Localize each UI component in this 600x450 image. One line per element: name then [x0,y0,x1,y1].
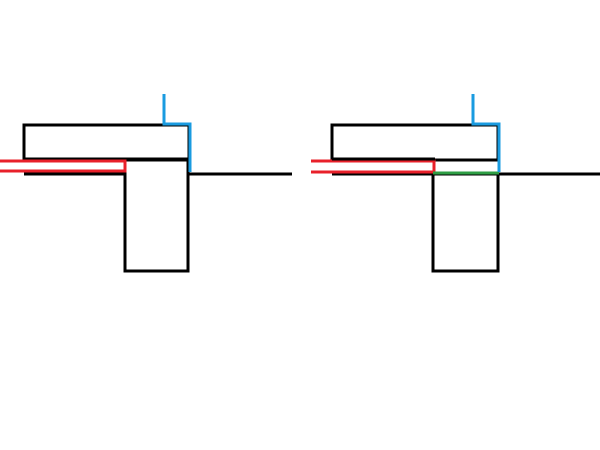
top-plate [330,123,500,162]
lower-block [123,158,190,273]
red-strip [0,159,127,173]
lower-block [431,172,500,273]
top-plate [22,123,191,161]
red-strip [311,159,436,174]
right-diagram [311,94,600,273]
blue-path [471,94,501,172]
left-diagram [0,94,292,273]
blue-path [162,94,192,172]
